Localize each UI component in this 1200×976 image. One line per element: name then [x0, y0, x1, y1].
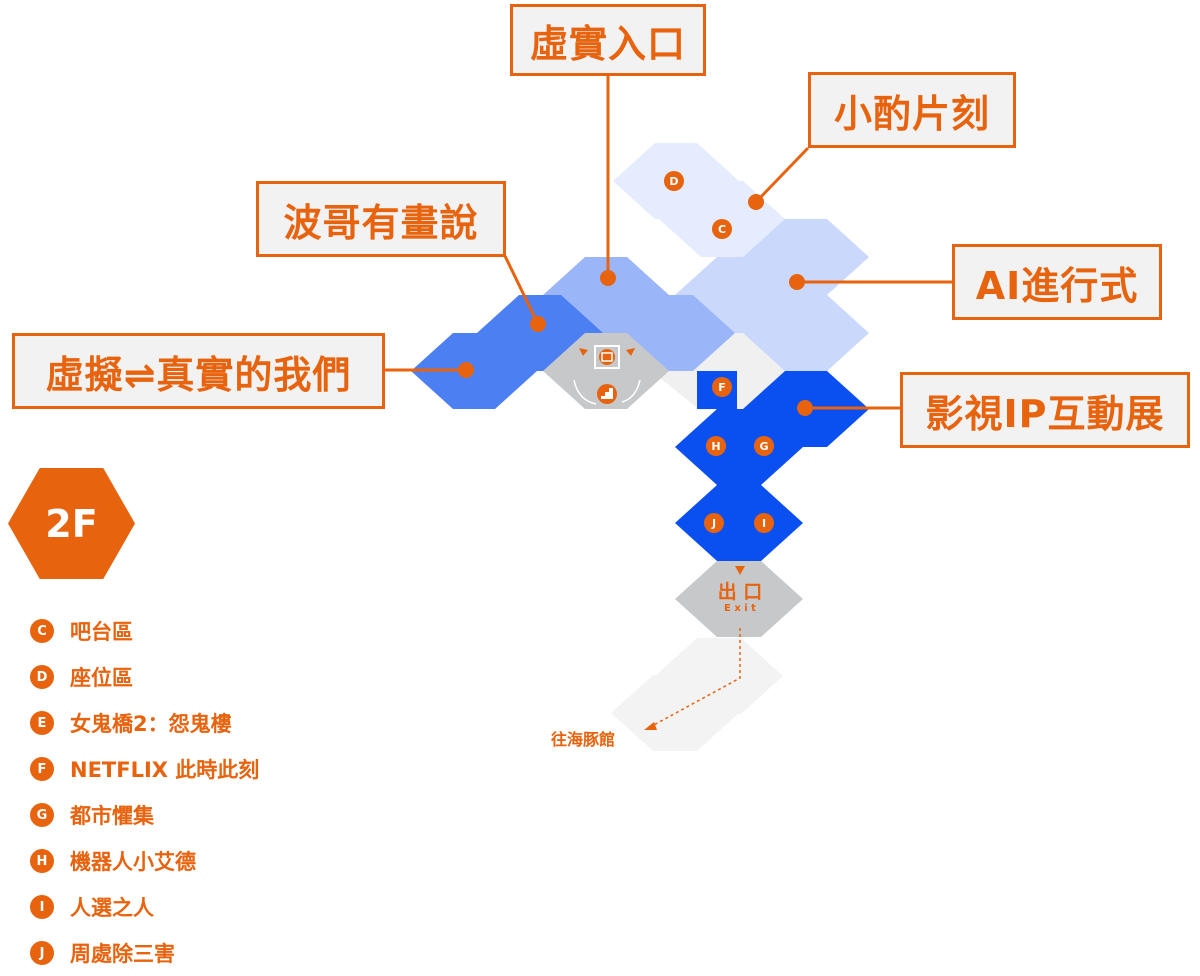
hex-path-lower	[611, 675, 739, 751]
legend-item: H 機器人小艾德	[30, 838, 259, 884]
hex-ai-mid	[743, 295, 869, 371]
callout-xiao-zhuo: 小酌片刻	[808, 72, 1016, 148]
marker-c	[712, 219, 732, 239]
marker-c-label: C	[718, 223, 726, 236]
hex-h-g	[675, 409, 803, 485]
callout-ai: AI進行式	[952, 244, 1162, 320]
arrow-left-icon	[579, 348, 588, 356]
floor-map: D C F H G J I 出 口 E x i t 往海豚館	[384, 74, 952, 751]
aquarium-label: 往海豚館	[551, 730, 615, 749]
aquarium-path	[651, 628, 741, 727]
leader-dot-virtual-entrance	[600, 270, 616, 286]
legend-key: J	[30, 941, 54, 965]
marker-d	[664, 171, 684, 191]
legend-item: G 都市懼集	[30, 792, 259, 838]
leader-dot-ai	[789, 274, 805, 290]
exit-label-en: E x i t	[724, 603, 756, 614]
legend-key: C	[30, 619, 54, 643]
legend-item: C 吧台區	[30, 608, 259, 654]
leader-dot-virtual-real	[458, 362, 474, 378]
marker-i-label: I	[762, 517, 766, 530]
exit-label-cn: 出 口	[718, 580, 763, 603]
hex-exit	[675, 561, 803, 637]
legend-label: 機器人小艾德	[70, 850, 196, 874]
legend-label: NETFLIX 此時此刻	[70, 758, 260, 782]
entrance-icon-frame	[594, 345, 620, 369]
entrance-icon-glyph	[601, 352, 613, 362]
marker-f	[712, 377, 732, 397]
marker-g	[754, 436, 774, 456]
leader-dot-bo-ge	[530, 316, 546, 332]
hex-j-i	[675, 485, 803, 561]
marker-i	[754, 513, 774, 533]
marker-g-label: G	[759, 440, 768, 453]
exit-arrow-icon	[735, 566, 745, 575]
leader-bo-ge	[503, 255, 540, 325]
aquarium-arrow-icon	[644, 722, 657, 730]
legend-item: J 周處除三害	[30, 930, 259, 976]
marker-j	[704, 513, 724, 533]
legend-label: 吧台區	[70, 620, 133, 644]
legend-item: E 女鬼橋2：怨鬼樓	[30, 700, 259, 746]
flow-arc-right	[621, 379, 641, 403]
legend-key: E	[30, 711, 54, 735]
legend-label: 都市懼集	[70, 804, 154, 828]
marker-j-label: J	[711, 517, 716, 530]
leader-dot-xiao-zhuo	[748, 194, 764, 210]
arrow-right-icon	[626, 348, 635, 356]
marker-h-label: H	[711, 440, 720, 453]
leader-dot-film-ip	[797, 400, 813, 416]
legend-item: I 人選之人	[30, 884, 259, 930]
legend-label: 人選之人	[70, 896, 154, 920]
marker-d-label: D	[669, 175, 678, 188]
legend-label: 座位區	[70, 666, 133, 690]
legend-key: H	[30, 849, 54, 873]
legend-label: 女鬼橋2：怨鬼樓	[70, 712, 232, 736]
legend-key: G	[30, 803, 54, 827]
callout-film-ip: 影視IP互動展	[900, 372, 1190, 448]
legend-key: F	[30, 757, 54, 781]
callout-virtual-real: 虛擬⇌真實的我們	[12, 333, 385, 409]
marker-h	[706, 436, 726, 456]
marker-f-label: F	[718, 381, 726, 394]
leader-xiao-zhuo	[754, 146, 810, 204]
legend-key: D	[30, 665, 54, 689]
legend-item: F NETFLIX 此時此刻	[30, 746, 259, 792]
stairs-icon-glyph	[601, 388, 613, 399]
legend-label: 周處除三害	[70, 942, 175, 966]
hex-virtual-real-us	[411, 333, 537, 409]
hex-entrance-hub	[543, 333, 669, 409]
flow-arc	[573, 379, 597, 405]
callout-virtual-entrance: 虛實入口	[510, 4, 706, 76]
callout-bo-ge: 波哥有畫說	[256, 181, 506, 257]
legend-key: I	[30, 895, 54, 919]
legend-item: D 座位區	[30, 654, 259, 700]
